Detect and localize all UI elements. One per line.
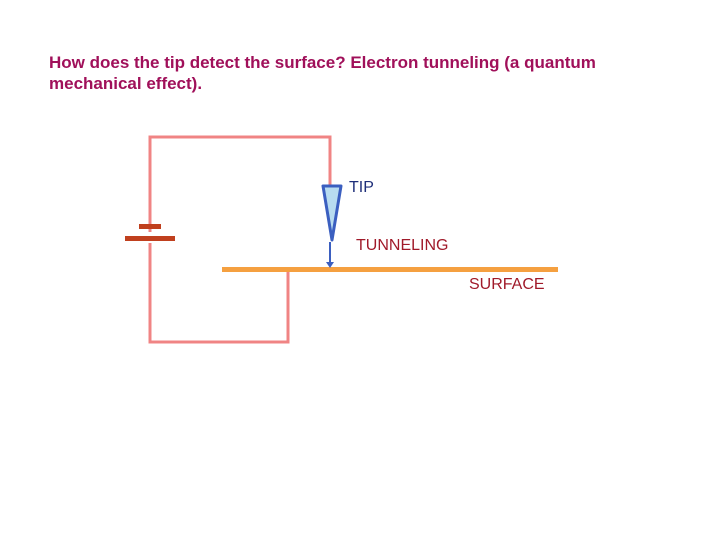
battery-long-plate [125, 236, 175, 241]
circuit-wire-top [148, 135, 332, 232]
tunneling-label: TUNNELING [356, 237, 449, 254]
battery-short-plate [139, 224, 161, 229]
tip-label: TIP [349, 179, 374, 196]
question-text: How does the tip detect the surface? Ele… [49, 53, 596, 93]
circuit-wire-bottom [148, 243, 290, 344]
surface-label: SURFACE [469, 276, 545, 293]
tip-shape [321, 184, 343, 242]
tunneling-arrow-head [326, 262, 334, 268]
surface-line [222, 267, 558, 272]
